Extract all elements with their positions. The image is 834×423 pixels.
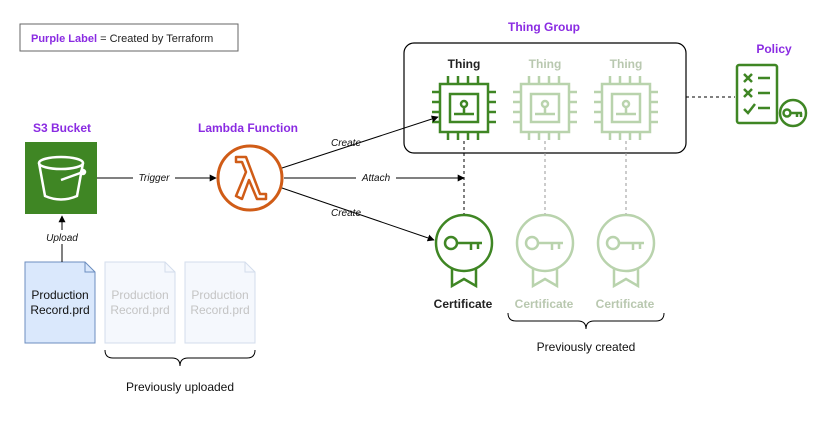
thing-group: Thing Group bbox=[403, 20, 687, 154]
legend: Purple Label = Created by Terraform bbox=[19, 23, 239, 52]
legend-rest-text: = Created by Terraform bbox=[97, 33, 213, 45]
certificate-icon bbox=[515, 213, 575, 289]
record-3-line2: Record.prd bbox=[190, 303, 249, 317]
production-record-2: Production Record.prd bbox=[104, 261, 176, 344]
thing-1-label: Thing bbox=[448, 57, 481, 71]
thing-3: Thing bbox=[594, 57, 658, 140]
policy-node: Policy bbox=[735, 42, 808, 128]
s3-bucket-label: S3 Bucket bbox=[33, 121, 91, 135]
certificate-icon bbox=[596, 213, 656, 289]
record-1-line2: Record.prd bbox=[30, 303, 89, 317]
previously-uploaded-bracket: Previously uploaded bbox=[104, 349, 256, 394]
bucket-icon bbox=[37, 155, 87, 201]
lambda-function-node: Lambda Function bbox=[198, 121, 298, 212]
policy-label: Policy bbox=[756, 42, 792, 56]
production-record-1: Production Record.prd bbox=[24, 261, 96, 344]
lambda-icon bbox=[234, 155, 268, 201]
thing-group-label: Thing Group bbox=[508, 20, 580, 34]
edges: Upload Trigger Create Attach Create bbox=[40, 96, 735, 262]
certificate-1-label: Certificate bbox=[434, 297, 493, 311]
thing-1: Thing bbox=[432, 57, 496, 140]
legend-purple-text: Purple Label bbox=[31, 33, 97, 45]
edge-create-certificate-label: Create bbox=[331, 208, 361, 219]
thing-2-label: Thing bbox=[529, 57, 562, 71]
svg-text:Purple Label = Created by Terr: Purple Label = Created by Terraform bbox=[31, 33, 213, 45]
certificate-icon bbox=[434, 213, 494, 289]
previously-uploaded-label: Previously uploaded bbox=[126, 380, 234, 394]
edge-upload-label: Upload bbox=[46, 233, 78, 244]
record-1-line1: Production bbox=[31, 288, 88, 302]
certificate-3: Certificate bbox=[596, 213, 656, 311]
edge-create-thing bbox=[281, 115, 439, 169]
certificate-2-label: Certificate bbox=[515, 297, 574, 311]
thing-2: Thing bbox=[513, 57, 577, 140]
policy-document-icon bbox=[735, 63, 808, 128]
chip-icon bbox=[432, 76, 496, 140]
edge-create-certificate bbox=[281, 187, 435, 242]
production-record-3: Production Record.prd bbox=[184, 261, 256, 344]
previously-created-bracket: Previously created bbox=[507, 312, 665, 354]
lambda-function-label: Lambda Function bbox=[198, 121, 298, 135]
edge-trigger-label: Trigger bbox=[139, 173, 171, 184]
thing-3-label: Thing bbox=[610, 57, 643, 71]
s3-bucket-node: S3 Bucket bbox=[25, 121, 97, 214]
record-2-line1: Production bbox=[111, 288, 168, 302]
record-2-line2: Record.prd bbox=[110, 303, 169, 317]
certificate-3-label: Certificate bbox=[596, 297, 655, 311]
chip-icon bbox=[513, 76, 577, 140]
chip-icon bbox=[594, 76, 658, 140]
record-3-line1: Production bbox=[191, 288, 248, 302]
edge-attach-label: Attach bbox=[361, 173, 391, 184]
certificate-1: Certificate bbox=[434, 213, 494, 311]
certificate-2: Certificate bbox=[515, 213, 575, 311]
previously-created-label: Previously created bbox=[537, 340, 636, 354]
edge-create-thing-label: Create bbox=[331, 138, 361, 149]
